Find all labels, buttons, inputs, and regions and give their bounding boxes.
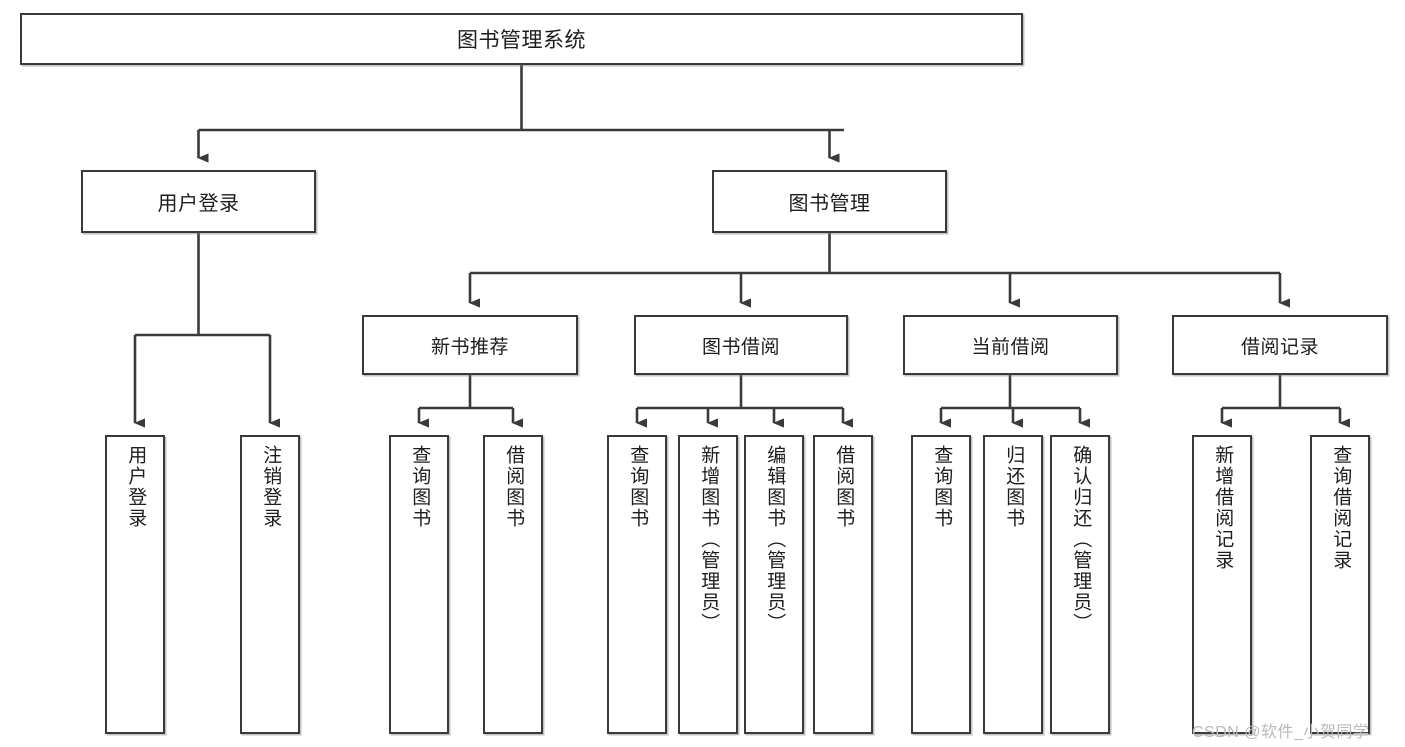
node-leaf[interactable]: 归还图书 (983, 435, 1043, 734)
node-leaf[interactable]: 查询图书 (389, 435, 449, 734)
node-leaf-label: 编辑图书（管理员） (764, 445, 786, 634)
node-leaf-label: 注销登录 (260, 445, 282, 529)
watermark: CSDN @软件_小贺同学 (1192, 724, 1370, 741)
node-leaf[interactable]: 确认归还（管理员） (1050, 435, 1110, 734)
node-leaf-label: 查询图书 (627, 445, 649, 529)
node-leaf[interactable]: 用户登录 (105, 435, 165, 734)
node-leaf-label: 新增借阅记录 (1212, 445, 1234, 571)
node-new-book-recommend-label: 新书推荐 (430, 336, 509, 358)
node-book-management[interactable]: 图书管理 (712, 170, 947, 233)
node-leaf-label: 查询图书 (931, 445, 953, 529)
node-current-borrow-label: 当前借阅 (971, 336, 1050, 358)
node-leaf-label: 归还图书 (1003, 445, 1025, 529)
node-root-label: 图书管理系统 (457, 29, 586, 52)
node-book-management-label: 图书管理 (788, 193, 871, 215)
node-leaf-label: 借阅图书 (503, 445, 525, 529)
node-leaf-label: 用户登录 (125, 445, 147, 529)
node-book-borrow[interactable]: 图书借阅 (634, 315, 848, 375)
node-user-login[interactable]: 用户登录 (81, 170, 316, 233)
node-borrow-record-label: 借阅记录 (1240, 336, 1319, 358)
node-leaf-label: 确认归还（管理员） (1070, 445, 1092, 634)
node-leaf[interactable]: 查询借阅记录 (1310, 435, 1370, 734)
node-book-borrow-label: 图书借阅 (701, 336, 780, 358)
node-leaf[interactable]: 注销登录 (240, 435, 300, 734)
node-leaf[interactable]: 查询图书 (607, 435, 667, 734)
node-root[interactable]: 图书管理系统 (20, 13, 1023, 65)
node-leaf[interactable]: 新增借阅记录 (1192, 435, 1252, 734)
node-leaf[interactable]: 借阅图书 (483, 435, 543, 734)
node-user-login-label: 用户登录 (157, 193, 240, 215)
node-leaf-label: 查询图书 (409, 445, 431, 529)
node-leaf-label: 查询借阅记录 (1330, 445, 1352, 571)
node-leaf-label: 借阅图书 (833, 445, 855, 529)
node-leaf[interactable]: 新增图书（管理员） (678, 435, 738, 734)
node-leaf[interactable]: 借阅图书 (813, 435, 873, 734)
node-leaf-label: 新增图书（管理员） (698, 445, 720, 634)
node-leaf[interactable]: 编辑图书（管理员） (744, 435, 804, 734)
node-leaf[interactable]: 查询图书 (911, 435, 971, 734)
node-new-book-recommend[interactable]: 新书推荐 (362, 315, 578, 375)
node-borrow-record[interactable]: 借阅记录 (1172, 315, 1388, 375)
node-current-borrow[interactable]: 当前借阅 (903, 315, 1118, 375)
